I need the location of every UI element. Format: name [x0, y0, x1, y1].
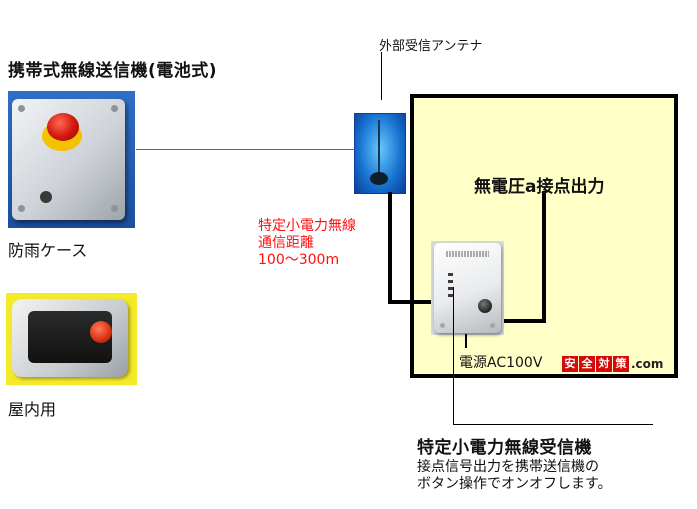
led-icon	[448, 273, 453, 276]
transmitter-title: 携帯式無線送信機(電池式)	[8, 61, 218, 81]
indoor-body	[12, 299, 128, 377]
receiver-description: 接点信号出力を携帯送信機の ボタン操作でオンオフします。	[417, 459, 612, 493]
contact-output-wire	[504, 319, 546, 323]
weatherproof-case-photo	[8, 91, 135, 228]
screw-icon	[18, 105, 25, 112]
screw-icon	[18, 205, 25, 212]
screw-icon	[440, 323, 445, 328]
screw-icon	[111, 205, 118, 212]
site-logo: 安 全 対 策 .com	[562, 356, 663, 372]
red-push-button-icon	[47, 113, 79, 141]
led-icon	[448, 294, 453, 297]
logo-suffix: .com	[631, 357, 664, 371]
indoor-transmitter-photo	[6, 293, 137, 385]
receiver-nameplate	[446, 251, 489, 257]
receiver-desc-line-1: 接点信号出力を携帯送信機の	[417, 459, 599, 475]
case-body	[12, 99, 125, 220]
antenna-cable	[388, 192, 392, 304]
receiver-desc-line-2: ボタン操作でオンオフします。	[417, 476, 612, 492]
indoor-use-label: 屋内用	[8, 400, 57, 419]
range-line-1: 特定小電力無線	[258, 218, 356, 234]
receiver-led-column	[448, 273, 468, 303]
rain-case-label: 防雨ケース	[8, 241, 88, 260]
antenna-rod-icon	[378, 120, 380, 176]
logo-char: 安	[562, 356, 578, 372]
receiver-knob-icon	[478, 299, 492, 313]
screw-icon	[490, 323, 495, 328]
contact-output-wire	[542, 191, 546, 323]
red-push-button-icon	[90, 321, 112, 343]
logo-char: 全	[579, 356, 595, 372]
led-icon	[448, 280, 453, 283]
antenna-label: 外部受信アンテナ	[379, 39, 483, 54]
dry-contact-label: 無電圧a接点出力	[474, 177, 605, 197]
antenna-base-icon	[370, 172, 388, 185]
receiver-leader-line	[453, 287, 454, 424]
range-line-2: 通信距離	[258, 235, 314, 251]
receiver-body	[434, 243, 501, 333]
receiver-photo	[431, 241, 504, 335]
receiver-leader-line	[453, 424, 653, 425]
range-line-3: 100〜300m	[258, 252, 340, 268]
cable-gland-icon	[40, 191, 52, 203]
logo-char: 策	[613, 356, 629, 372]
range-label: 特定小電力無線 通信距離 100〜300m	[258, 218, 356, 269]
antenna-cable	[388, 300, 432, 304]
power-cable	[465, 334, 467, 348]
led-icon	[448, 287, 453, 290]
screw-icon	[111, 105, 118, 112]
antenna-leader-line	[381, 52, 382, 100]
logo-char: 対	[596, 356, 612, 372]
indoor-face	[28, 311, 112, 363]
radio-link-line	[136, 149, 355, 150]
receiver-title: 特定小電力無線受信機	[417, 438, 592, 458]
power-label: 電源AC100V	[459, 355, 543, 371]
external-antenna-photo	[354, 113, 406, 194]
